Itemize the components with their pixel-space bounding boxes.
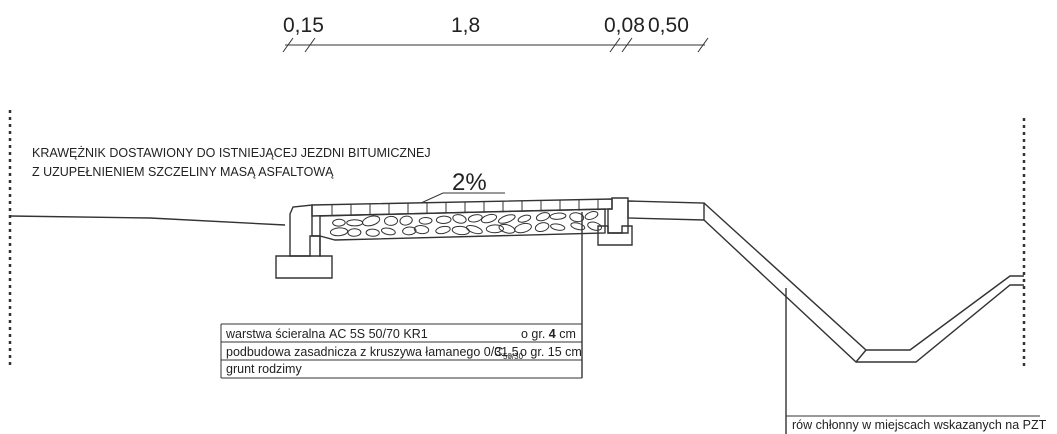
dimension-label: 0,08: [604, 14, 645, 37]
dimension-label: 0,15: [283, 14, 324, 37]
layer-2-class: C50/30: [494, 345, 524, 361]
layer-3-name: grunt rodzimy: [226, 362, 302, 376]
dimension-line-group: 0,15 1,8 0,08 0,50: [282, 14, 709, 53]
ditch-note-text: rów chłonny w miejscach wskazanych na PZ…: [792, 418, 1047, 432]
base-course: [319, 208, 606, 241]
existing-road-surface: [9, 215, 286, 226]
layer-2-thickness: o gr. 15 cm: [520, 345, 582, 359]
aggregate-stone: [517, 214, 532, 223]
right-curb-foundation: [597, 225, 633, 246]
aggregate-stone: [418, 216, 433, 225]
slope-arrow: [420, 192, 505, 204]
aggregate-stone: [399, 215, 413, 226]
curb-note-line-1: KRAWĘŻNIK DOSTAWIONY DO ISTNIEJĄCEJ JEZD…: [32, 146, 431, 160]
layer-1-thickness: o gr. 4 cm: [521, 327, 576, 341]
dimension-label: 0,50: [648, 14, 689, 37]
ditch-bottom-end: [855, 349, 867, 363]
ditch-inner-line: [703, 219, 1024, 363]
dimension-tick: [282, 37, 294, 53]
aggregate-stone: [550, 223, 566, 231]
curb-note: KRAWĘŻNIK DOSTAWIONY DO ISTNIEJĄCEJ JEZD…: [32, 146, 431, 179]
aggregate-stone: [466, 224, 483, 235]
aggregate-stone: [413, 225, 430, 235]
aggregate-stone: [569, 212, 585, 223]
layer-1-name: warstwa ścieralna: [225, 327, 325, 341]
aggregate-stone: [570, 222, 586, 231]
aggregate-stone: [435, 215, 452, 225]
aggregate-stone: [452, 214, 467, 224]
aggregate-stone: [332, 218, 346, 227]
aggregate-stone: [435, 225, 451, 235]
curb-note-line-2: Z UZUPEŁNIENIEM SZCZELINY MASĄ ASFALTOWĄ: [32, 165, 334, 179]
dimension-tick: [621, 37, 633, 53]
right-curb-stone: [607, 197, 629, 234]
aggregate-stone: [480, 213, 498, 224]
aggregate-stone: [514, 222, 532, 234]
pavement: [311, 198, 613, 241]
dimension-tick: [697, 37, 709, 53]
aggregate-stone: [365, 228, 380, 237]
layer-legend: warstwa ścieralna AC 5S 50/70 KR1 o gr. …: [220, 212, 583, 379]
aggregate-stone: [402, 226, 417, 236]
aggregate-stone: [329, 227, 349, 237]
aggregate-stone: [346, 219, 364, 227]
left-curb: [275, 204, 333, 279]
aggregate-stone: [347, 228, 362, 237]
aggregate-pattern: [329, 211, 603, 237]
slope-indicator: 2%: [420, 169, 505, 204]
wearing-course: [311, 198, 613, 217]
aggregate-stone: [381, 227, 396, 236]
shoulder-strip: [627, 200, 705, 221]
aggregate-stone: [384, 215, 398, 226]
dimension-label: 1,8: [451, 14, 480, 37]
slope-label: 2%: [452, 169, 487, 196]
aggregate-stone: [587, 221, 603, 231]
paving-joints: [331, 199, 599, 216]
right-curb: [597, 197, 633, 246]
dimension-tick: [304, 37, 316, 53]
aggregate-stone: [535, 212, 551, 222]
aggregate-stone: [485, 224, 504, 234]
aggregate-stone: [534, 222, 550, 233]
aggregate-stone: [497, 214, 516, 224]
layer-1-spec: AC 5S 50/70 KR1: [329, 327, 428, 341]
aggregate-stone: [584, 211, 599, 220]
aggregate-stone: [467, 214, 483, 223]
left-curb-stone: [289, 204, 321, 257]
aggregate-stone: [498, 223, 516, 234]
ditch-note: rów chłonny w miejscach wskazanych na PZ…: [785, 288, 1047, 434]
ditch: [627, 200, 1024, 363]
aggregate-stone: [549, 212, 567, 220]
left-curb-foundation: [275, 235, 333, 279]
dimension-tick: [609, 37, 621, 53]
layer-2-name: podbudowa zasadnicza z kruszywa łamanego…: [226, 345, 519, 359]
ditch-outer-line: [703, 202, 1024, 351]
aggregate-stone: [362, 215, 381, 227]
